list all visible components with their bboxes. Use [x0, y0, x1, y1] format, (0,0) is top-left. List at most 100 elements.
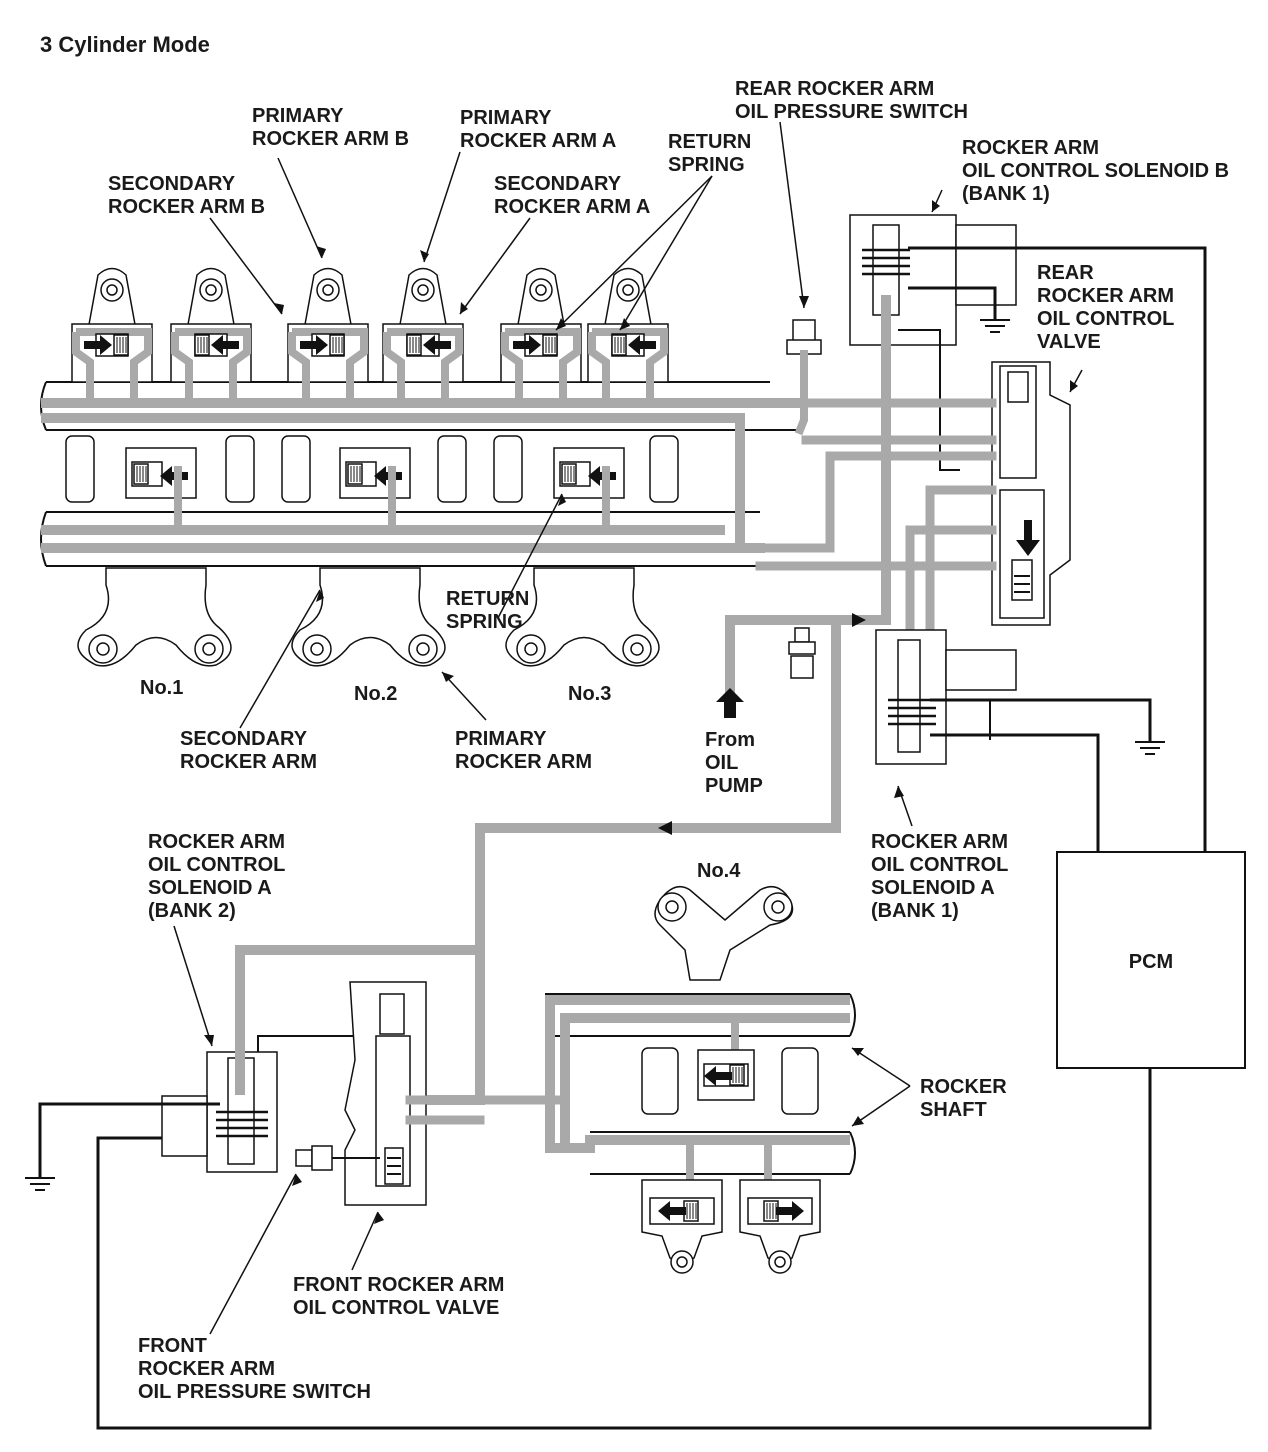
valve-spring-retainer: [649, 435, 679, 503]
ground-symbol-solenoid-a-bank1: [930, 698, 1165, 755]
rocker-arm-pivot-center: [322, 284, 334, 296]
valve-tip-roller-center: [96, 642, 110, 656]
return-spring: [561, 463, 577, 485]
rocker-arm-pivot-center: [205, 284, 217, 296]
rear-oil-pressure-switch: [786, 319, 822, 436]
valve-tip-roller-center: [202, 642, 216, 656]
valve-arm-body: [291, 567, 446, 667]
wire-solenoid-a1-to-pcm: [930, 733, 1100, 852]
pcm-box: [1056, 851, 1246, 1069]
rocker-arm-pivot-center: [106, 284, 118, 296]
valve-spring-retainer: [437, 435, 467, 503]
rocker-arm-oil-path: [588, 328, 668, 398]
return-spring: [683, 1200, 699, 1222]
piston-direction-arrow: [423, 335, 451, 355]
valve-tip-roller-center: [416, 642, 430, 656]
valve-spring-retainer: [493, 435, 523, 503]
piston-direction-arrow: [513, 335, 541, 355]
rocker-arm-oil-path: [288, 328, 368, 398]
no4-rocker-arm-pivot-center: [774, 1256, 786, 1268]
return-spring: [194, 334, 210, 356]
return-spring: [347, 463, 363, 485]
cylinder-no2-label: No.2: [354, 683, 397, 705]
rear-upper-rocker-arms: [71, 267, 669, 398]
diagram-title: 3 Cylinder Mode: [40, 32, 210, 57]
return-spring: [729, 1064, 745, 1086]
wire-solenoid-a2-to-pcm: [96, 1068, 1152, 1430]
return-spring: [406, 334, 422, 356]
valve-spring-retainer: [781, 1047, 819, 1115]
return-spring: [763, 1200, 779, 1222]
cylinder-no4-label: No.4: [697, 860, 741, 882]
valve-spring-retainer: [65, 435, 95, 503]
from-oil-pump-arrow: [716, 688, 744, 718]
wire-solenoid-b-to-pcm: [908, 246, 1207, 852]
piston-direction-arrow: [776, 1201, 804, 1221]
rocker-arm-oil-path: [171, 328, 251, 398]
oil-supply-lines: [425, 613, 891, 1105]
rocker-arm-oil-path: [72, 328, 152, 398]
cylinder-no3-label: No.3: [568, 683, 611, 705]
return-spring: [133, 463, 149, 485]
valve-arm-body: [505, 567, 660, 667]
valve-spring-retainer: [225, 435, 255, 503]
valve-tip-roller-center: [524, 642, 538, 656]
rear-valve-arms: [77, 567, 660, 667]
piston-direction-arrow: [658, 1201, 686, 1221]
valve-spring-retainer: [281, 435, 311, 503]
front-supply-to-solenoid: [235, 945, 485, 1095]
front-oil-control-valve: [330, 981, 565, 1206]
return-spring: [329, 334, 345, 356]
no4-rocker-arm-pivot-center: [676, 1256, 688, 1268]
leader-arrowheads: [204, 200, 1078, 1224]
pcm-label: PCM: [1129, 951, 1173, 973]
piston-direction-arrow: [704, 1066, 732, 1086]
rear-rocker-assembly: [40, 381, 805, 567]
rocker-arm-pivot-center: [622, 284, 634, 296]
rocker-arm-oil-path: [383, 328, 463, 398]
return-spring: [113, 334, 129, 356]
valve-tip-roller-center: [630, 642, 644, 656]
piston-direction-arrow: [628, 335, 656, 355]
inline-oil-pressure-plug: [788, 627, 816, 679]
leader-lines: [173, 121, 1083, 1335]
ground-symbol-solenoid-b: [908, 286, 1010, 333]
rocker-arm-pivot-center: [535, 284, 547, 296]
cylinder-no1-label: No.1: [140, 677, 183, 699]
rocker-arm-oil-path: [501, 328, 581, 398]
piston-direction-arrow: [211, 335, 239, 355]
valve-spring-retainer: [641, 1047, 679, 1115]
return-spring: [611, 334, 627, 356]
piston-direction-arrow: [300, 335, 328, 355]
front-oil-pressure-switch: [295, 1145, 333, 1171]
valve-tip-roller-center: [310, 642, 324, 656]
piston-direction-arrow: [84, 335, 112, 355]
rear-oil-control-valve: [755, 361, 1071, 645]
oil-control-solenoid-a-bank1: [875, 629, 1017, 765]
return-spring: [542, 334, 558, 356]
solenoid-a2-return-line: [257, 1035, 380, 1052]
valve-arm-body: [77, 567, 232, 667]
rocker-arm-pivot-center: [417, 284, 429, 296]
front-rocker-arms: [641, 1047, 821, 1274]
no4-valve-arm: [654, 885, 794, 981]
